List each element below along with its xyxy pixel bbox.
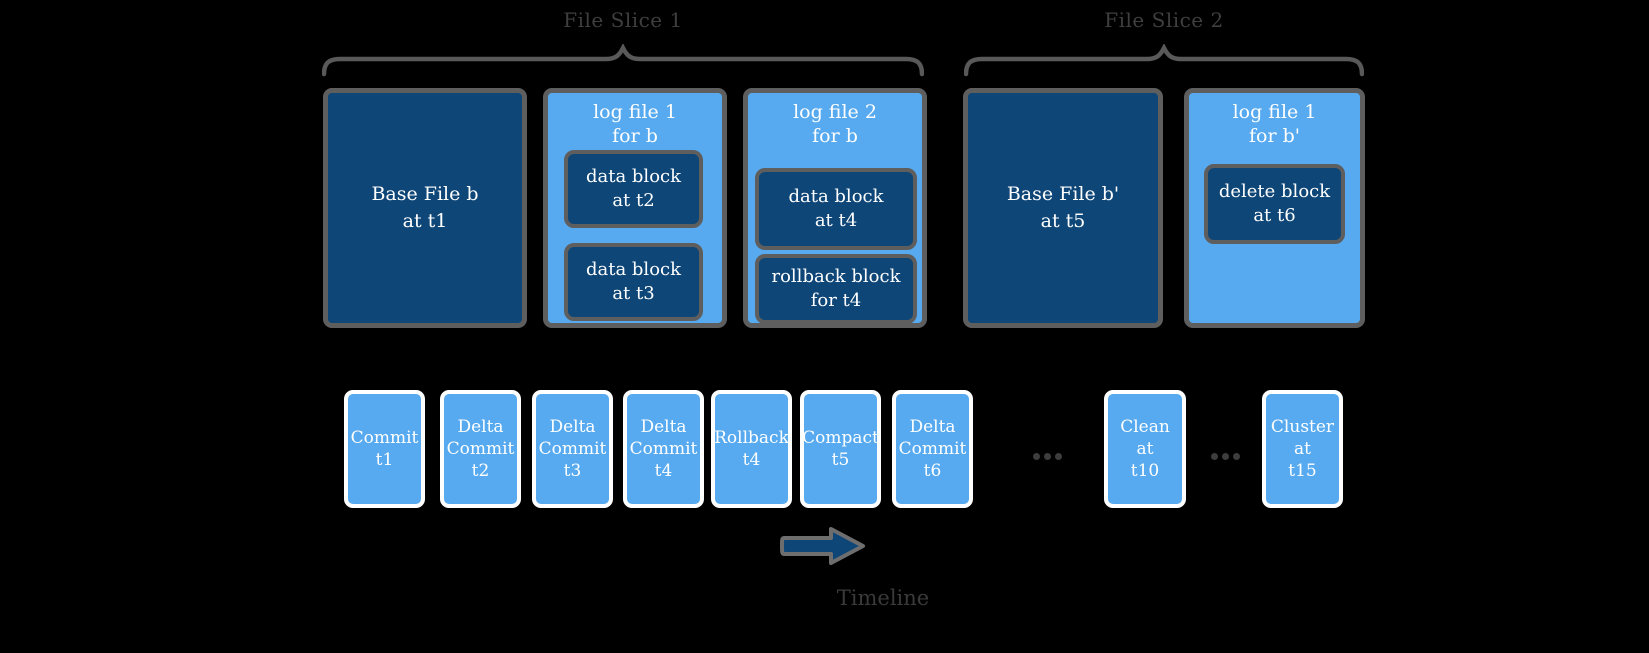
timeline-commit-t1: Commit t1 — [344, 390, 425, 508]
log-file-2-b-title-line2: for b — [812, 125, 858, 147]
base-file-b-line2: at t1 — [402, 210, 448, 232]
timeline-delta-commit-t4: Delta Commit t4 — [623, 390, 704, 508]
base-file-b-prime-line1: Base File b' — [1006, 183, 1120, 205]
data-block-t4: data block at t4 — [755, 168, 917, 250]
timeline-delta-commit-t2: Delta Commit t2 — [440, 390, 521, 508]
log-file-1-b-title: log file 1 for b — [548, 100, 722, 148]
timeline-compact-t5: Compact t5 — [800, 390, 881, 508]
file-slice-1-label: File Slice 1 — [563, 8, 683, 32]
data-block-t3-line2: at t3 — [612, 283, 655, 304]
timeline-cluster-t15: Cluster at t15 — [1262, 390, 1343, 508]
log-file-1-b-prime-title-line1: log file 1 — [1232, 101, 1317, 123]
data-block-t4-line2: at t4 — [814, 210, 858, 231]
log-file-1-b-prime-title: log file 1 for b' — [1189, 100, 1360, 148]
log-file-1-b-box: log file 1 for b data block at t2 data b… — [543, 88, 727, 328]
log-file-2-b-title-line1: log file 2 — [793, 101, 877, 123]
data-block-t2-line2: at t2 — [612, 190, 655, 211]
timeline-delta-commit-t3: Delta Commit t3 — [532, 390, 613, 508]
delete-block-t6-line2: at t6 — [1253, 205, 1296, 226]
base-file-b-box: Base File b at t1 — [323, 88, 527, 328]
timeline-rollback-t4: Rollback t4 — [711, 390, 792, 508]
log-file-1-b-title-line1: log file 1 — [593, 101, 677, 123]
delete-block-t6: delete block at t6 — [1204, 164, 1345, 244]
data-block-t3: data block at t3 — [564, 243, 703, 321]
rollback-block-t4: rollback block for t4 — [755, 254, 917, 324]
ellipsis-dots-left — [1033, 453, 1062, 460]
log-file-1-b-prime-box: log file 1 for b' delete block at t6 — [1184, 88, 1365, 328]
log-file-2-b-title: log file 2 for b — [748, 100, 922, 148]
rollback-block-t4-line2: for t4 — [810, 290, 862, 311]
file-slice-1-brace — [322, 44, 924, 77]
delete-block-t6-line1: delete block — [1218, 181, 1331, 202]
base-file-b-prime-box: Base File b' at t5 — [963, 88, 1163, 328]
rollback-block-t4-line1: rollback block — [771, 266, 901, 287]
data-block-t4-line1: data block — [788, 186, 884, 207]
ellipsis-dots-right — [1211, 453, 1240, 460]
log-file-1-b-prime-title-line2: for b' — [1249, 125, 1300, 147]
data-block-t2: data block at t2 — [564, 150, 703, 228]
timeline-delta-commit-t6: Delta Commit t6 — [892, 390, 973, 508]
timeline-clean-t10: Clean at t10 — [1104, 390, 1186, 508]
data-block-t2-line1: data block — [585, 166, 682, 187]
data-block-t3-line1: data block — [585, 259, 682, 280]
base-file-b-prime-line2: at t5 — [1040, 210, 1086, 232]
file-slice-2-brace — [964, 44, 1364, 77]
log-file-1-b-title-line2: for b — [612, 125, 658, 147]
timeline-label: Timeline — [836, 586, 930, 610]
file-slice-2-label: File Slice 2 — [1104, 8, 1224, 32]
timeline-arrow-icon — [779, 522, 867, 570]
log-file-2-b-box: log file 2 for b data block at t4 rollba… — [743, 88, 927, 328]
base-file-b-line1: Base File b — [371, 183, 479, 205]
